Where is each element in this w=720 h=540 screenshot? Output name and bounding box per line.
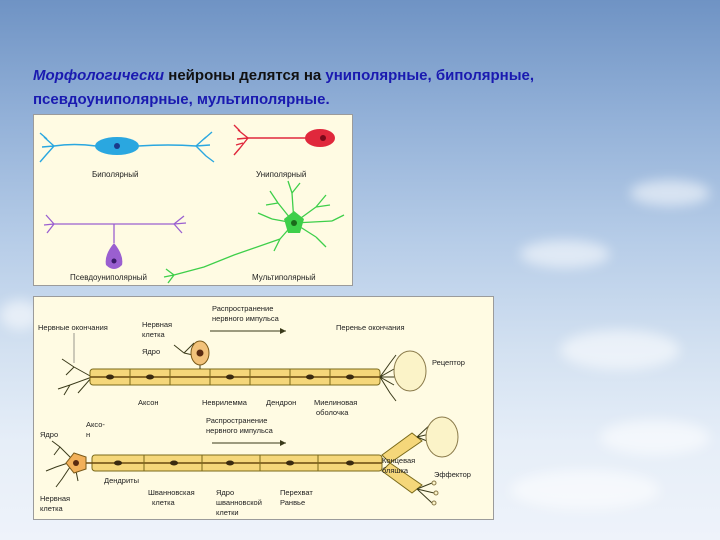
- label-propagation-top-1: Распространение: [212, 304, 273, 313]
- heading-line2: псевдоуниполярные, мультиполярные.: [33, 91, 330, 108]
- label-end-plate-1: Концевая: [382, 456, 415, 465]
- label-unipolar: Униполярный: [256, 170, 306, 179]
- multipolar-neuron: [164, 181, 344, 283]
- label-propagation-bottom-1: Распространение: [206, 416, 267, 425]
- slide-heading: Морфологически нейроны делятся на унипол…: [33, 64, 673, 112]
- label-receptor: Рецептор: [432, 358, 465, 367]
- label-end-plate-2: бляшка: [382, 466, 409, 475]
- label-schwann-nucleus-2: шванновской: [216, 498, 262, 507]
- label-ranvier-1: Перехват: [280, 488, 313, 497]
- label-bipolar: Биполярный: [92, 170, 138, 179]
- label-nerve-endings: Нервные окончания: [38, 323, 108, 332]
- unipolar-neuron: [234, 125, 335, 155]
- label-effector: Эффектор: [434, 470, 471, 479]
- neuron-structure-figure: Нервные окончания Нервная клетка Ядро Ра…: [33, 296, 494, 520]
- label-neurilemma: Неврилемма: [202, 398, 248, 407]
- label-schwann-cell-2: клетка: [152, 498, 176, 507]
- bipolar-neuron: [40, 132, 214, 162]
- neuron-types-svg: Биполярный Униполярный Псевдоуниполярный…: [34, 115, 352, 285]
- pseudounipolar-neuron: [44, 215, 186, 269]
- label-dendrites: Дендриты: [104, 476, 139, 485]
- label-propagation-bottom-2: нервного импульса: [206, 426, 274, 435]
- label-nucleus-bottom: Ядро: [40, 430, 58, 439]
- label-sensory-cell-1: Нервная: [40, 494, 70, 503]
- motor-neuron-diagram: Нервные окончания Нервная клетка Ядро Ра…: [38, 304, 465, 417]
- sensory-neuron-diagram: Ядро Аксо- н Распространение нервного им…: [40, 416, 471, 517]
- label-peripheral-endings: Перенье окончания: [336, 323, 405, 332]
- label-schwann-nucleus-1: Ядро: [216, 488, 234, 497]
- neuron-types-figure: Биполярный Униполярный Псевдоуниполярный…: [33, 114, 353, 286]
- heading-lead-italic: Морфологически: [33, 67, 164, 84]
- label-myelin-2: оболочка: [316, 408, 349, 417]
- label-schwann-cell-1: Шванновская: [148, 488, 195, 497]
- label-dendron: Дендрон: [266, 398, 296, 407]
- label-multipolar: Мультиполярный: [252, 273, 316, 282]
- label-sensory-cell-2: клетка: [40, 504, 64, 513]
- heading-line1-end: униполярные, биполярные,: [325, 67, 534, 84]
- label-nucleus-top: Ядро: [142, 347, 160, 356]
- label-axon-bottom-2: н: [86, 430, 90, 439]
- label-pseudounipolar: Псевдоуниполярный: [70, 273, 147, 282]
- label-axon-top: Аксон: [138, 398, 159, 407]
- label-myelin-1: Миелиновая: [314, 398, 357, 407]
- label-nerve-cell-2: клетка: [142, 330, 166, 339]
- label-schwann-nucleus-3: клетки: [216, 508, 239, 517]
- neuron-structure-svg: Нервные окончания Нервная клетка Ядро Ра…: [34, 297, 493, 519]
- heading-middle: нейроны делятся на: [164, 67, 325, 84]
- label-nerve-cell-1: Нервная: [142, 320, 172, 329]
- label-axon-bottom-1: Аксо-: [86, 420, 105, 429]
- label-ranvier-2: Ранвье: [280, 498, 305, 507]
- label-propagation-top-2: нервного импульса: [212, 314, 280, 323]
